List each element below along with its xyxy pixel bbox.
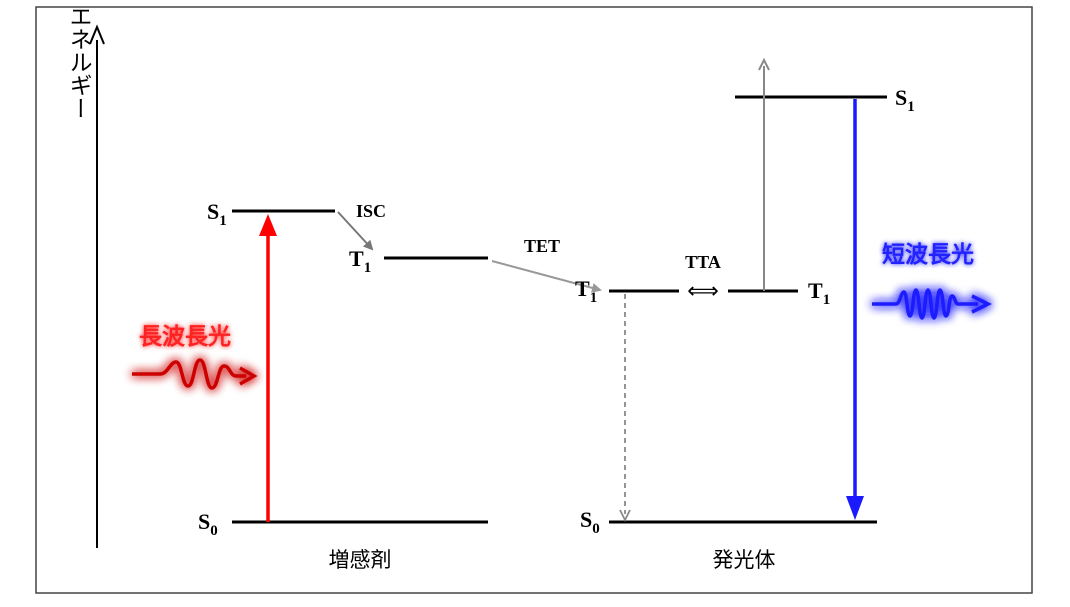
sensitizer-name: 増感剤 xyxy=(329,548,392,572)
input-light-label: 長波長光 xyxy=(139,324,231,350)
tta-double-arrow-icon: ⟺ xyxy=(687,279,719,304)
sensitizer-t1-label: T1 xyxy=(349,246,371,276)
isc-arrow xyxy=(337,211,374,251)
sensitizer-s0-label: S0 xyxy=(198,509,218,539)
sensitizer-group: S1 T1 S0 ISC 増感剤 長波長光 xyxy=(132,199,488,572)
tta-label: TTA xyxy=(685,252,721,272)
emitter-group: TTA ⟺ S1 T1 T1 S0 発光体 短波長光 xyxy=(575,57,992,572)
isc-label: ISC xyxy=(356,201,386,221)
energy-axis xyxy=(89,24,105,548)
emission-arrow-head xyxy=(846,496,864,520)
emitter-s1-label: S1 xyxy=(895,85,915,115)
emitter-t1-right-label: T1 xyxy=(808,278,830,308)
tet-label: TET xyxy=(524,236,560,256)
emitter-s0-label: S0 xyxy=(580,507,600,537)
input-light-wave-icon xyxy=(132,358,258,390)
output-light-wave-icon xyxy=(872,288,992,320)
output-light-label: 短波長光 xyxy=(882,241,974,268)
sensitizer-s1-label: S1 xyxy=(207,199,227,229)
emitter-t1-left-label: T1 xyxy=(575,276,597,306)
emitter-name: 発光体 xyxy=(713,548,776,572)
energy-axis-label: エネルギー xyxy=(65,5,91,120)
tet-arrow xyxy=(491,260,602,293)
diagram-frame xyxy=(35,6,1033,594)
absorption-arrow-head xyxy=(259,214,277,236)
